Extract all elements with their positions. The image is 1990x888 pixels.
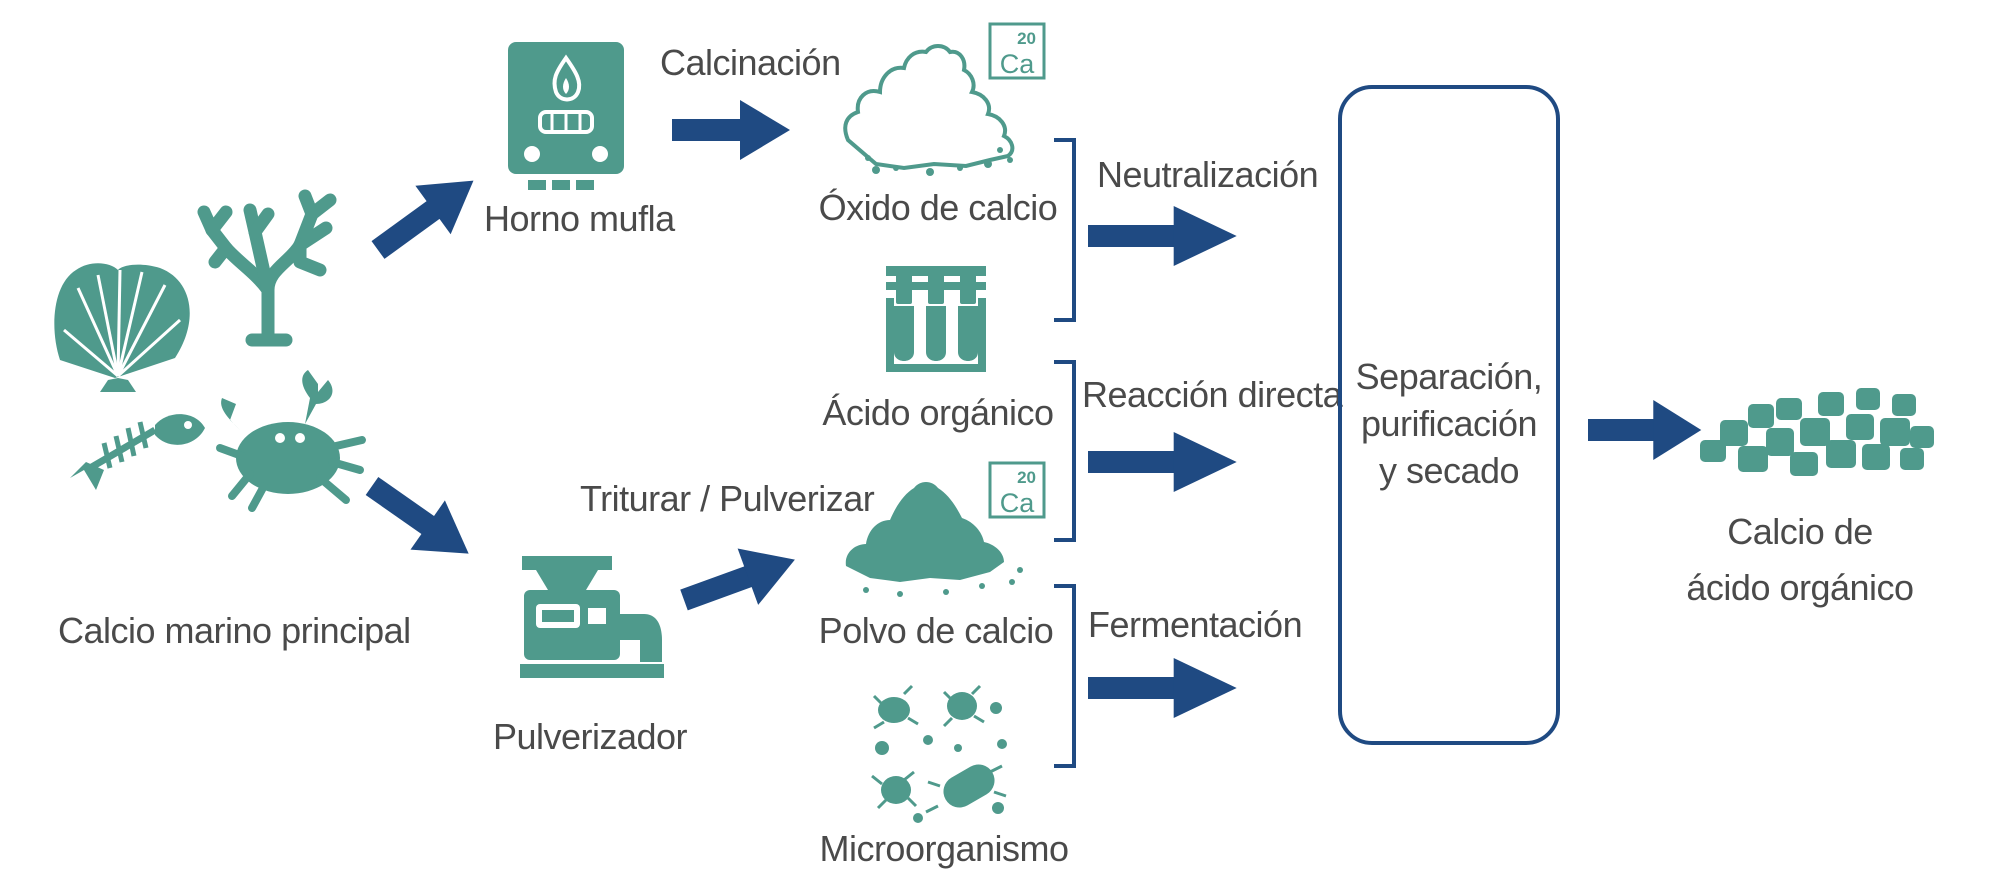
separation-line-1: Separación, bbox=[1355, 356, 1543, 397]
arrow-calcination bbox=[672, 100, 790, 160]
separation-text: Separación, purificación y secado bbox=[1342, 354, 1556, 494]
ca-badge-symbol: Ca bbox=[1000, 488, 1035, 518]
shell-icon bbox=[54, 263, 190, 392]
test-tubes-icon bbox=[886, 266, 986, 372]
arrow-fermentation bbox=[1088, 658, 1237, 718]
fermentation-label: Fermentación bbox=[1088, 604, 1303, 645]
calcium-oxide-label: Óxido de calcio bbox=[818, 187, 1058, 228]
fish-bone-icon bbox=[70, 414, 205, 490]
separation-box: Separación, purificación y secado bbox=[1338, 85, 1560, 745]
pulverizer-icon bbox=[520, 556, 664, 678]
coral-icon bbox=[197, 189, 337, 347]
ca-badge-number: 20 bbox=[1017, 29, 1036, 48]
product-line-1: Calcio de bbox=[1727, 511, 1873, 552]
arrow-direct-reaction bbox=[1088, 432, 1237, 492]
direct-reaction-label: Reacción directa bbox=[1082, 374, 1343, 415]
calcium-powder-icon: 20 Ca bbox=[845, 461, 1046, 597]
separation-line-3: y secado bbox=[1378, 449, 1520, 491]
microorganism-label: Microorganismo bbox=[819, 828, 1069, 869]
ca-badge-symbol: Ca bbox=[1000, 49, 1035, 79]
organic-acid-label: Ácido orgánico bbox=[822, 392, 1054, 433]
furnace-label: Horno mufla bbox=[484, 198, 675, 239]
crab-icon bbox=[216, 370, 366, 512]
arrow-to-pulverizer bbox=[354, 461, 486, 579]
furnace-icon bbox=[508, 42, 624, 190]
bracket-fermentation bbox=[1054, 584, 1076, 768]
crushing-label: Triturar / Pulverizar bbox=[580, 478, 875, 519]
bracket-neutralization bbox=[1054, 138, 1076, 322]
ca-badge-number: 20 bbox=[1017, 468, 1036, 487]
arrow-neutralization bbox=[1088, 206, 1237, 266]
product-line-2: ácido orgánico bbox=[1686, 566, 1914, 608]
arrow-to-product bbox=[1588, 400, 1702, 460]
product-granules-icon bbox=[1700, 388, 1934, 476]
calcination-label: Calcinación bbox=[660, 42, 841, 83]
source-label: Calcio marino principal bbox=[58, 610, 411, 651]
arrow-crushing bbox=[673, 531, 806, 629]
product-label: Calcio de ácido orgánico bbox=[1686, 504, 1914, 616]
neutralization-label: Neutralización bbox=[1097, 154, 1319, 195]
bracket-direct-reaction bbox=[1054, 360, 1076, 542]
arrow-to-furnace bbox=[360, 156, 492, 275]
calcium-powder-label: Polvo de calcio bbox=[818, 610, 1054, 651]
separation-line-2: purificación bbox=[1360, 402, 1538, 444]
calcium-oxide-icon: 20 Ca bbox=[843, 22, 1046, 176]
pulverizer-label: Pulverizador bbox=[492, 716, 688, 757]
microorganism-icon bbox=[871, 684, 1007, 823]
